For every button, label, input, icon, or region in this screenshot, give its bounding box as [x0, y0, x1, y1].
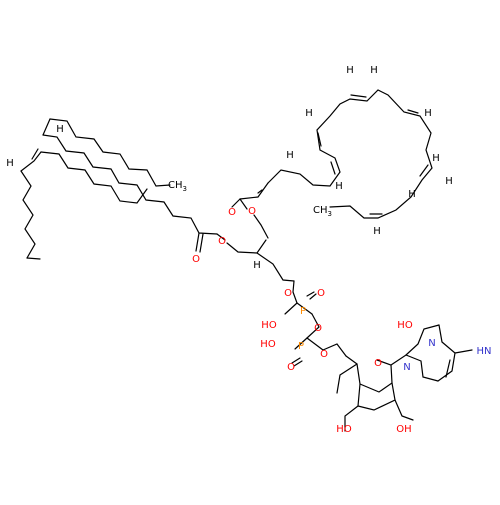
atom-o: O	[287, 362, 295, 373]
ch3-mid-main: CH	[313, 205, 328, 216]
atom-h: H	[335, 181, 343, 192]
atom-o: O	[248, 206, 256, 217]
atom-o: O	[320, 349, 328, 360]
atom-ho: HO	[260, 339, 276, 350]
atom-h: H	[432, 153, 440, 164]
atom-ho: HO	[397, 320, 413, 331]
atom-p: P	[300, 306, 306, 317]
atom-o: O	[314, 323, 322, 334]
atom-n: N	[428, 338, 435, 349]
atom-h: H	[56, 124, 64, 135]
atom-h: H	[305, 108, 313, 119]
atom-ch3-mid: CH3	[313, 205, 332, 218]
atom-oh: OH	[396, 424, 411, 435]
atom-p: P	[298, 341, 304, 352]
ch3-top-main: CH	[168, 180, 183, 191]
atom-ch3-top: CH3	[168, 180, 187, 193]
atom-h: H	[6, 158, 14, 169]
atom-o: O	[228, 207, 236, 218]
bond-lines	[20, 89, 473, 432]
atom-n: N	[403, 362, 410, 373]
atom-h: H	[346, 65, 354, 76]
atom-o: O	[374, 358, 382, 369]
ch3-mid-sub: 3	[328, 210, 332, 218]
atom-hn: HN	[477, 346, 492, 357]
atom-ho: HO	[336, 424, 352, 435]
atom-o: O	[317, 288, 325, 299]
atom-h: H	[286, 150, 294, 161]
ch3-top-sub: 3	[183, 185, 187, 193]
atom-h: H	[445, 176, 453, 187]
atom-o: O	[218, 236, 226, 247]
atom-h: H	[370, 65, 378, 76]
atom-h: H	[408, 189, 416, 200]
atom-h: H	[373, 226, 381, 237]
atom-h: H	[253, 260, 261, 271]
atom-o: O	[192, 254, 200, 265]
atom-h: H	[424, 108, 432, 119]
atom-label-layer: O O O O O O O O O O HO HO HO OH HO P P N…	[6, 65, 491, 435]
atom-o: O	[284, 288, 292, 299]
atom-ho: HO	[261, 320, 277, 331]
